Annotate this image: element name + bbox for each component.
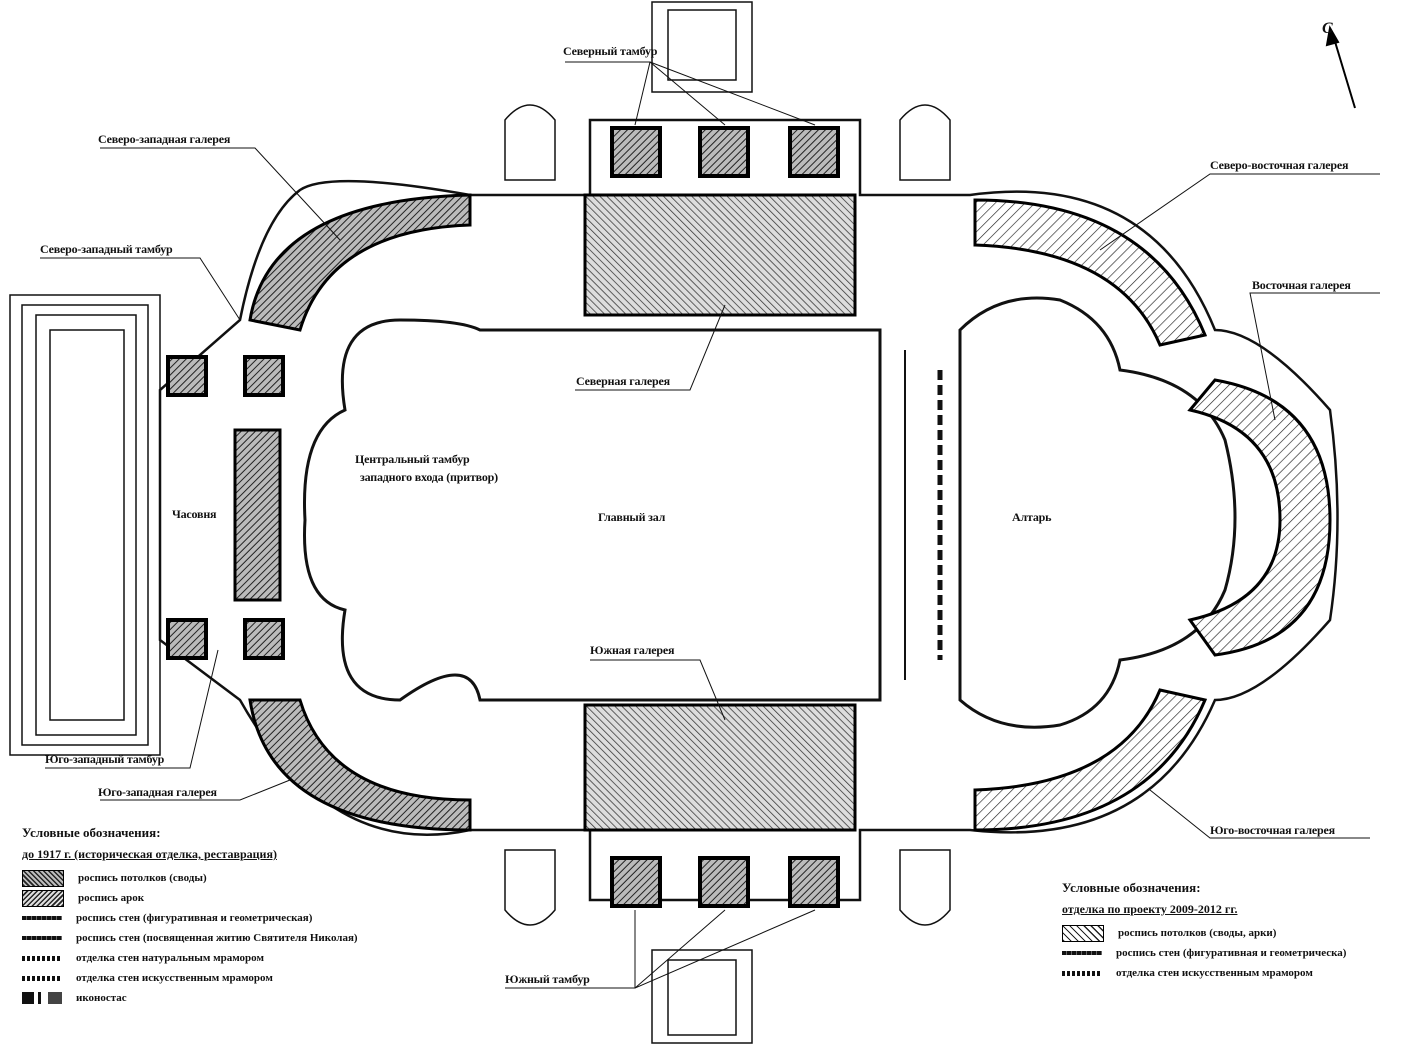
callout-south-vestibule: Южный тамбур [505, 972, 590, 986]
south-vestibule-1 [610, 856, 662, 908]
arch-hatch-swatch [22, 889, 64, 907]
iconostasis-swatch [22, 992, 62, 1004]
south-steps [651, 949, 753, 1044]
legend-item: роспись стен (фигуративная и геометричес… [1062, 943, 1346, 963]
north-vestibule-2 [698, 126, 750, 178]
callout-southwest-vestibule: Юго-западный тамбур [45, 752, 165, 766]
altar-outline [958, 296, 1237, 729]
northeast-gallery [973, 198, 1208, 347]
wall-line-swatch [22, 936, 62, 940]
north-vestibule-3 [788, 126, 840, 178]
legend-item: роспись арок [22, 888, 358, 908]
legend-label: отделка стен искусственным мрамором [76, 972, 273, 984]
northwest-gallery [248, 193, 472, 332]
legend-label: роспись арок [78, 892, 145, 904]
legend-item: роспись потолков (своды) [22, 868, 358, 888]
wall-line-swatch [22, 916, 62, 920]
room-label-central-vestibule-2: западного входа (притвор) [360, 470, 498, 484]
callout-southwest-gallery: Юго-западная галерея [98, 785, 217, 799]
southeast-gallery [973, 688, 1208, 832]
north-gallery [583, 193, 857, 317]
callout-northwest-vestibule: Северо-западный тамбур [40, 242, 173, 256]
legend-label: роспись стен (фигуративная и геометричес… [76, 912, 313, 924]
southwest-vestibule-2 [243, 618, 285, 660]
legend-label: отделка стен искусственным мрамором [1116, 967, 1313, 979]
legend-label: роспись стен (фигуративная и геометричес… [1116, 947, 1347, 959]
southwest-gallery [248, 698, 472, 832]
central-vestibule [233, 428, 282, 602]
southwest-vestibule-1 [166, 618, 208, 660]
callout-north-gallery: Северная галерея [576, 374, 670, 388]
room-label-altar: Алтарь [1012, 510, 1052, 524]
main-hall-outline [303, 318, 882, 702]
legend-item: иконостас [22, 988, 358, 1008]
callout-south-gallery: Южная галерея [590, 643, 675, 657]
callout-east-gallery: Восточная галерея [1252, 278, 1351, 292]
legend-label: роспись стен (посвященная житию Святител… [76, 932, 358, 944]
legend-label: роспись потолков (своды, арки) [1118, 927, 1277, 939]
legend-item: роспись стен (посвященная житию Святител… [22, 928, 358, 948]
legend-item: роспись потолков (своды, арки) [1062, 923, 1346, 943]
legend-label: отделка стен натуральным мрамором [76, 952, 264, 964]
legend-subtitle: до 1917 г. (историческая отделка, рестав… [22, 847, 277, 861]
east-gallery [1187, 378, 1332, 657]
callout-north-vestibule: Северный тамбур [563, 44, 658, 58]
legend-label: роспись потолков (своды) [78, 872, 207, 884]
legend-subtitle: отделка по проекту 2009-2012 гг. [1062, 902, 1238, 916]
south-gallery [583, 703, 857, 832]
marble-dots-swatch [22, 975, 62, 981]
west-steps [9, 294, 161, 756]
south-vestibule-2 [698, 856, 750, 908]
legend-project: Условные обозначения: отделка по проекту… [1062, 880, 1346, 983]
legend-item: отделка стен искусственным мрамором [22, 968, 358, 988]
callout-northwest-gallery: Северо-западная галерея [98, 132, 231, 146]
legend-item: отделка стен искусственным мрамором [1062, 963, 1346, 983]
legend-label: иконостас [76, 992, 127, 1004]
north-arrow [1325, 25, 1356, 109]
legend-title: Условные обозначения: [22, 825, 161, 840]
northwest-vestibule-2 [243, 355, 285, 397]
ceiling-hatch-swatch [1062, 924, 1104, 942]
north-vestibule-1 [610, 126, 662, 178]
callout-northeast-gallery: Северо-восточная галерея [1210, 158, 1349, 172]
legend-item: отделка стен натуральным мрамором [22, 948, 358, 968]
wall-line-swatch [1062, 951, 1102, 955]
legend-historic: Условные обозначения: до 1917 г. (истори… [22, 825, 358, 1008]
room-label-central-vestibule-1: Центральный тамбур [355, 452, 470, 466]
marble-dots-swatch [1062, 970, 1102, 976]
callout-southeast-gallery: Юго-восточная галерея [1210, 823, 1335, 837]
north-steps [651, 1, 753, 93]
northwest-vestibule-1 [166, 355, 208, 397]
legend-title: Условные обозначения: [1062, 880, 1201, 895]
north-label: С [1322, 20, 1333, 37]
legend-item: роспись стен (фигуративная и геометричес… [22, 908, 358, 928]
room-label-chapel: Часовня [172, 507, 217, 521]
ceiling-hatch-swatch [22, 869, 64, 887]
room-label-main-hall: Главный зал [598, 510, 666, 524]
south-vestibule-3 [788, 856, 840, 908]
marble-dots-swatch [22, 955, 62, 961]
